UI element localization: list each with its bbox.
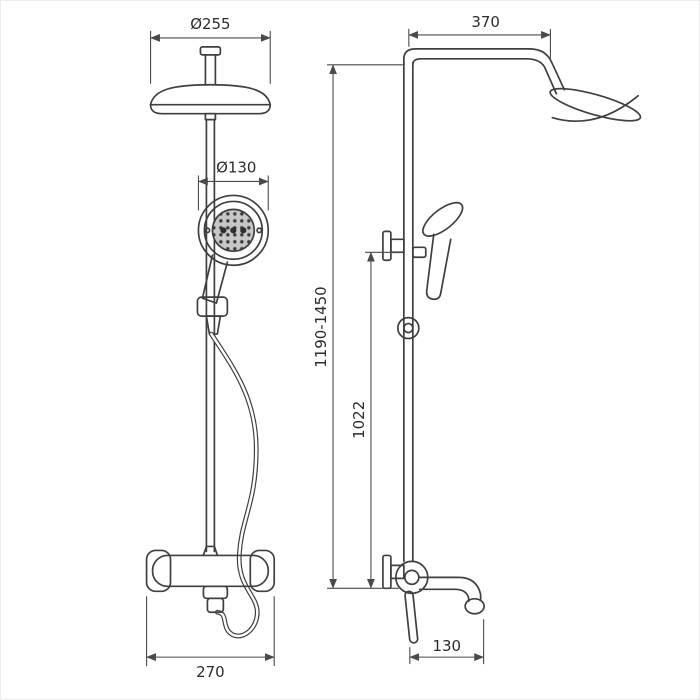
dimension-top-arm-reach: 370 <box>408 13 551 59</box>
spray-mode-dot-1 <box>220 227 227 234</box>
hand-shower-handle <box>201 254 229 304</box>
slider-bracket-front <box>196 296 229 317</box>
diverter-upper <box>202 585 229 600</box>
spray-mode-dot-3 <box>240 227 247 234</box>
dimension-base-width: 270 <box>146 596 275 681</box>
mixer-right-knob <box>249 549 276 593</box>
ring-screw-right <box>256 227 263 234</box>
slider-ring-side <box>397 316 420 340</box>
dimension-spout-projection: 130 <box>409 619 485 665</box>
hand-shower-side <box>411 201 464 301</box>
head-nipple <box>204 112 217 121</box>
mixer-valve-front <box>145 545 276 614</box>
top-arm-outer <box>402 48 566 91</box>
pipe-cap-front <box>199 46 222 56</box>
upper-bracket-plate <box>382 230 392 262</box>
hand-shower-head-side <box>422 201 464 237</box>
head-rim-band <box>149 103 272 115</box>
front-view <box>145 46 276 639</box>
rain-head-under-rim <box>551 94 640 122</box>
hand-shower-holder-side <box>411 246 427 259</box>
lower-bracket-plate <box>382 554 392 590</box>
shower-hose <box>209 331 260 639</box>
hand-shower-handle-side <box>425 233 452 301</box>
mixer-valve-side <box>382 554 485 644</box>
valve-hub-side <box>403 569 420 586</box>
lower-bracket-arm <box>390 564 405 580</box>
dim-label-overhead-diameter: Ø255 <box>190 15 230 33</box>
mixer-top-connector <box>202 545 219 557</box>
spout-bottom-line <box>418 588 470 603</box>
hose-connector-front <box>205 315 222 335</box>
dimension-riser-bar-height: 1022 <box>350 251 402 589</box>
dimension-hand-shower-diameter: Ø130 <box>197 159 269 211</box>
spout-top-line <box>418 576 482 602</box>
side-view <box>382 48 642 644</box>
dimension-total-height-range: 1190-1450 <box>312 64 403 589</box>
dimension-overhead-diameter: Ø255 <box>150 15 271 84</box>
riser-pipe-side <box>402 48 566 563</box>
valve-lever <box>404 590 419 644</box>
top-arm-inner <box>411 57 558 95</box>
ring-screw-left <box>204 227 211 234</box>
head-dome <box>149 83 272 106</box>
hand-shower-outer-ring <box>197 194 270 267</box>
upper-bracket-arm <box>390 238 405 254</box>
dim-label-spout-projection: 130 <box>432 637 461 655</box>
dim-label-total-height-range: 1190-1450 <box>312 286 330 367</box>
slider-ring-inner <box>402 322 414 334</box>
spout-tip <box>464 597 485 615</box>
dim-label-top-arm-reach: 370 <box>471 13 500 31</box>
dim-label-riser-bar-height: 1022 <box>350 401 368 439</box>
hose-outline <box>209 331 260 639</box>
slider-ring-outer <box>397 316 420 340</box>
upper-wall-bracket <box>382 230 405 262</box>
mixer-left-knob <box>145 549 172 593</box>
rain-head-disc <box>549 87 642 122</box>
rain-head-front <box>149 46 272 121</box>
rain-head-side <box>549 87 642 122</box>
dim-label-base-width: 270 <box>196 663 225 681</box>
spray-mode-dot-2 <box>230 227 237 234</box>
hand-shower-front <box>196 194 270 335</box>
hose-core-line <box>210 332 259 638</box>
dim-label-hand-shower-diameter: Ø130 <box>216 159 256 177</box>
diverter-lower <box>206 597 225 614</box>
